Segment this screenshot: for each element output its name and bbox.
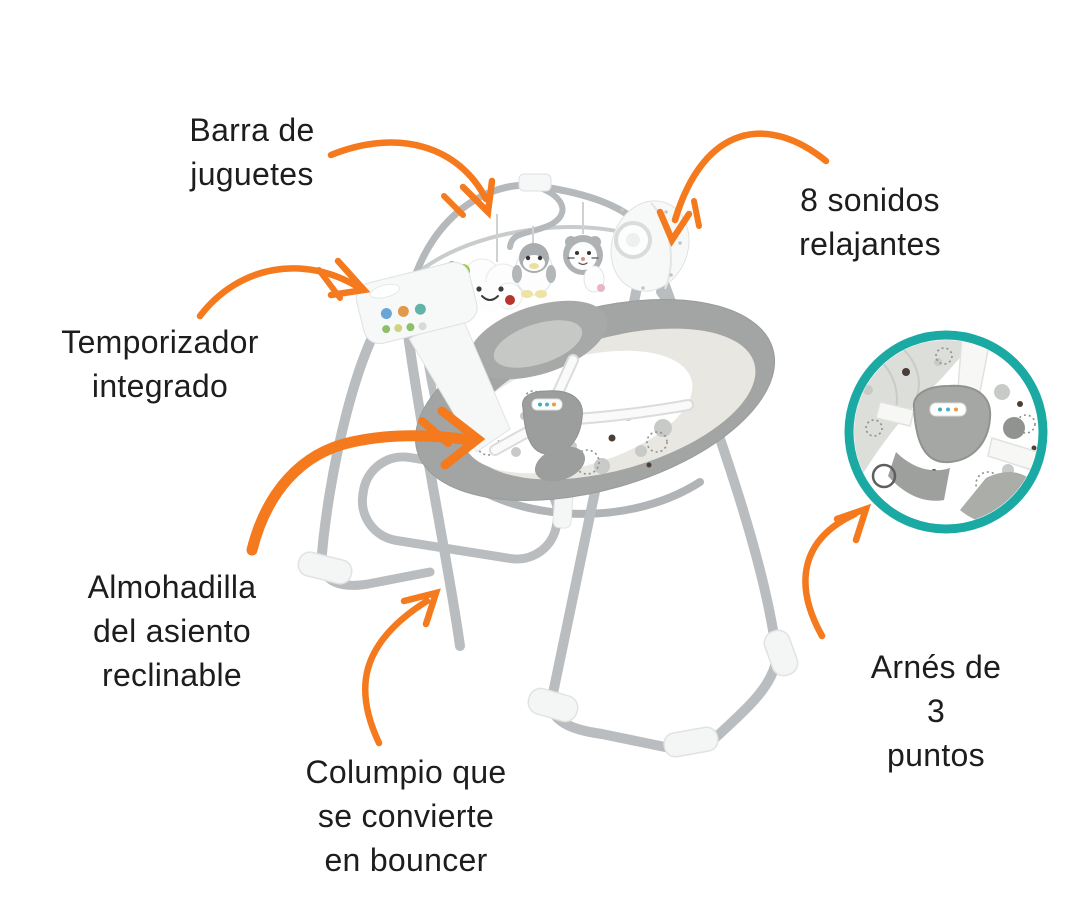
timer-buttons [380, 303, 427, 334]
label-harness: Arnés de 3 puntos [870, 649, 1002, 773]
harness-buckle-pad [522, 390, 583, 455]
inset-straps [875, 340, 1038, 471]
arrow-icon-timer [196, 257, 371, 320]
crotch-pad [534, 446, 586, 482]
arrow-icon-seat-pad [246, 406, 486, 556]
label-swing-bouncer: Columpio que se convierte en bouncer [305, 754, 507, 878]
toy-strings [496, 202, 584, 262]
inset-buckle-ring [871, 463, 897, 489]
reclining-seat [414, 299, 776, 501]
arrow-icon-toy-bar [327, 139, 496, 219]
harness-inset-circle [844, 330, 1048, 534]
motor-housing [610, 200, 690, 292]
label-seat-pad: Almohadilla del asiento reclinable [87, 569, 257, 693]
toy-bar-clip [518, 173, 552, 192]
arrow-icon-harness [802, 503, 872, 640]
label-toy-bar: Barra de juguetes [189, 112, 315, 192]
baby-swing-product-image [297, 173, 799, 758]
arrow-icon-sounds [656, 130, 830, 247]
lion-toy [563, 235, 605, 293]
arrow-icon-swing-bouncer [361, 588, 441, 747]
penguin-toy [512, 243, 556, 298]
callout-arrows [196, 130, 872, 747]
foot-caps [297, 551, 799, 758]
front-left-leg [399, 300, 465, 651]
label-timer: Temporizador integrado [61, 324, 259, 404]
control-panel [355, 261, 511, 453]
floor-rail [543, 653, 782, 755]
label-sounds: 8 sonidos relajantes [799, 182, 941, 262]
